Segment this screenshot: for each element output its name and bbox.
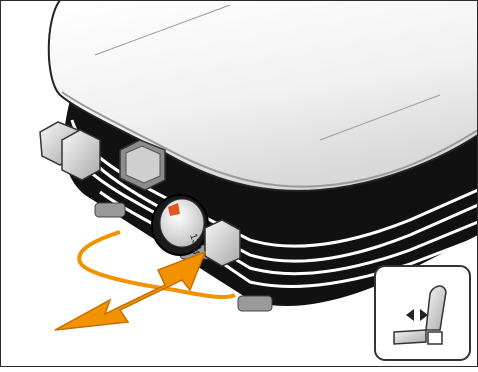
side-buttons-left	[39, 121, 166, 191]
seat-fore-aft-adjust-icon	[374, 265, 471, 361]
side-button-right	[204, 219, 241, 267]
fore-aft-arrow	[54, 230, 236, 331]
dial-indicator	[168, 203, 180, 216]
seat-cover	[47, 0, 478, 192]
adjustment-dial: 130 40	[151, 194, 209, 262]
